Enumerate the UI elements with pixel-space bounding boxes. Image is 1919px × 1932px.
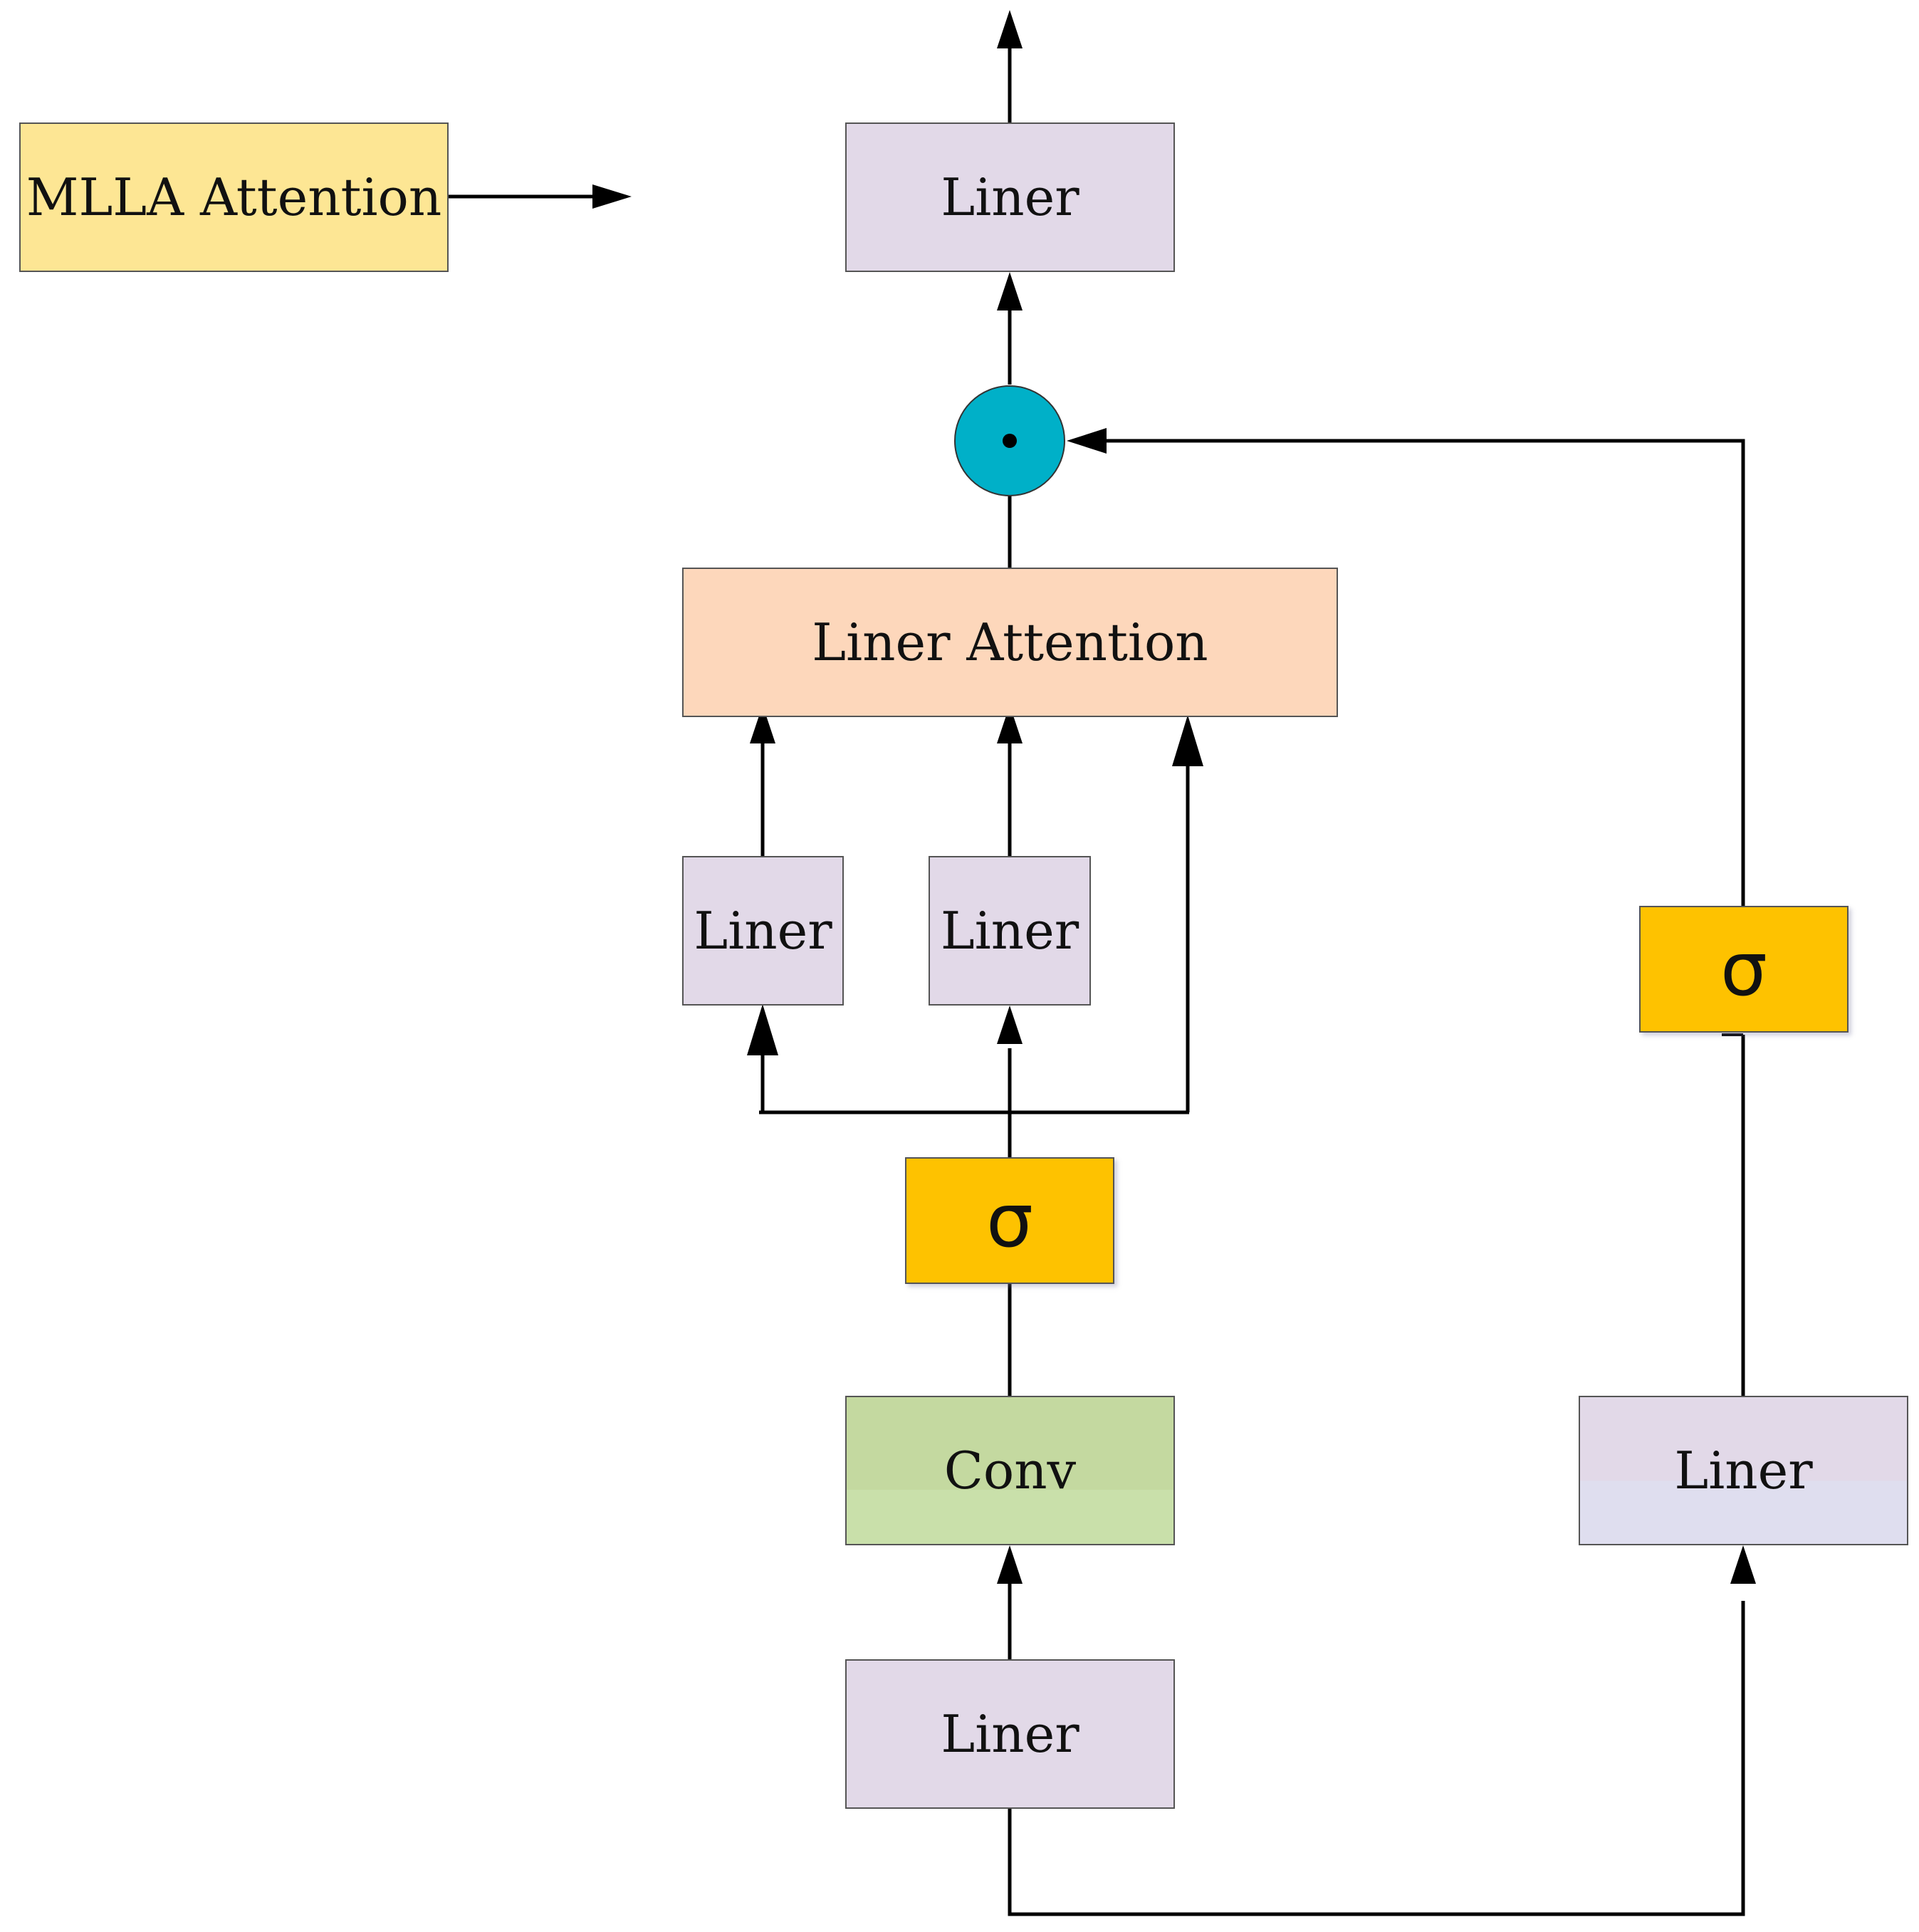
- arrowheads: [592, 10, 1756, 1584]
- output-liner-label: Liner: [941, 167, 1079, 227]
- q-liner-arrowhead: [747, 1004, 778, 1055]
- gate-liner-box: Liner: [1579, 1396, 1908, 1545]
- output-arrowhead: [997, 10, 1023, 48]
- conv-arrowhead: [997, 1545, 1023, 1584]
- left-sigma-box: σ: [905, 1157, 1114, 1284]
- q-liner-box: Liner: [682, 856, 844, 1006]
- mult-arrowhead: [1067, 428, 1107, 454]
- mlla-arrowhead: [592, 184, 632, 209]
- left-sigma-label: σ: [986, 1177, 1033, 1264]
- liner-attention-box: Liner Attention: [682, 568, 1338, 717]
- output-liner-arrowhead: [997, 272, 1023, 310]
- gate-sigma-label: σ: [1720, 926, 1767, 1013]
- output-liner-box: Liner: [845, 122, 1175, 272]
- q-attn-arrowhead: [750, 705, 775, 743]
- k-liner-label: Liner: [940, 901, 1079, 961]
- multiply-dot-icon: [1003, 434, 1017, 448]
- k-attn-arrowhead: [997, 705, 1023, 743]
- conv-box: Conv: [845, 1396, 1175, 1545]
- gate-liner-label: Liner: [1674, 1441, 1813, 1500]
- mlla-attention-label: MLLA Attention: [26, 167, 442, 227]
- mlla-attention-box: MLLA Attention: [19, 122, 449, 272]
- k-liner-box: Liner: [929, 856, 1091, 1006]
- k-liner-arrowhead: [997, 1006, 1023, 1044]
- gate-to-mult-line: [1104, 439, 1745, 906]
- elementwise-multiply-node: [954, 385, 1065, 496]
- input-liner-label: Liner: [941, 1704, 1079, 1764]
- gate-sigma-box: σ: [1639, 906, 1849, 1033]
- q-liner-label: Liner: [694, 901, 832, 961]
- v-attn-arrowhead: [1172, 715, 1203, 766]
- liner-attention-label: Liner Attention: [812, 612, 1208, 672]
- input-liner-box: Liner: [845, 1659, 1175, 1809]
- conv-label: Conv: [943, 1441, 1077, 1500]
- gate-liner-arrowhead: [1730, 1545, 1756, 1584]
- bottom-route-line: [1008, 1601, 1745, 1916]
